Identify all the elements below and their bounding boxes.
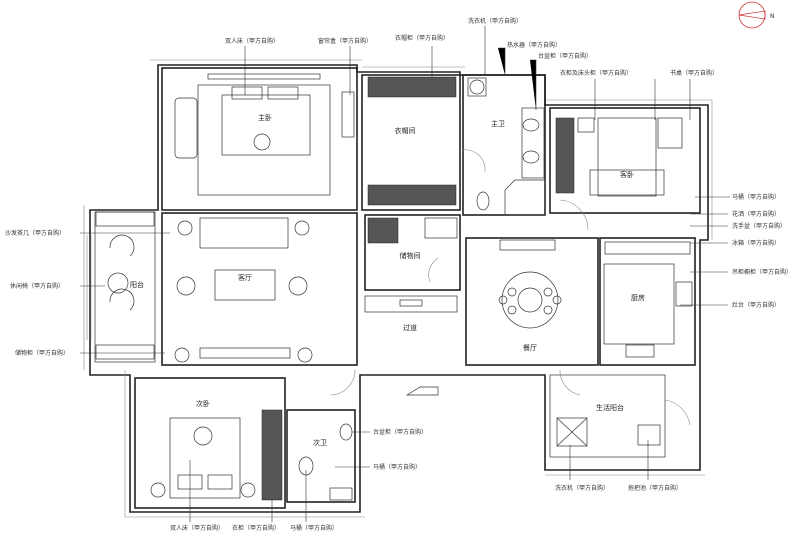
compass-north-label: N	[770, 13, 775, 20]
room-label-closet: 衣帽间	[395, 126, 416, 135]
callout-top-curtain: 窗帘盒（甲方自购）	[318, 37, 372, 45]
callout-top-guest-wardrobe: 衣柜及床头柜（甲方自购）	[560, 69, 632, 77]
living-room: 客厅	[161, 212, 358, 366]
room-label-master-bath: 主卫	[491, 119, 505, 128]
callout-right-basin: 洗手盆（甲方自购）	[732, 222, 786, 230]
dining-room: 餐厅	[465, 237, 599, 366]
room-label-storage: 储物间	[400, 251, 421, 260]
room-label-master-bedroom: 主卧	[258, 113, 272, 122]
callout-bottom-mop-sink: 拖把池（甲方自购）	[628, 484, 682, 492]
master-bath: 主卫	[461, 74, 546, 216]
callout-left-chair: 休闲椅（甲方自购）	[10, 282, 64, 290]
room-label-corridor: 过道	[403, 323, 417, 332]
callout-top-desk: 书桌（甲方自购）	[670, 69, 718, 77]
master-bedroom: 主卧	[161, 67, 358, 211]
callout-right-fridge: 冰箱（甲方自购）	[732, 239, 780, 247]
callout-bottom-bed: 双人床（甲方自购）	[170, 524, 224, 532]
exterior-walls	[83, 59, 713, 518]
room-label-service-balcony: 生活阳台	[596, 403, 624, 412]
callout-labels: 双人床（甲方自购） 窗帘盒（甲方自购） 衣帽柜（甲方自购） 洗衣机（甲方自购） …	[5, 17, 792, 532]
compass-icon: N	[738, 1, 775, 29]
callout-right-stove: 灶台（甲方自购）	[732, 301, 780, 309]
callout-top-washer: 洗衣机（甲方自购）	[468, 17, 522, 25]
balcony: 阳台	[86, 211, 156, 363]
callout-right-shower: 花洒（甲方自购）	[732, 210, 780, 218]
callout-bottom-toilet-2: 马桶（甲方自购）	[290, 524, 338, 532]
callout-top-bed: 双人床（甲方自购）	[225, 37, 279, 45]
callout-bottom-toilet: 马桶（甲方自购）	[373, 463, 421, 471]
room-label-second-bedroom: 次卧	[196, 399, 210, 408]
kitchen: 厨房	[599, 237, 696, 366]
room-label-guest-bedroom: 客卧	[620, 170, 634, 179]
callout-left-sofa: 沙发茶几（甲方自购）	[5, 229, 65, 237]
room-label-kitchen: 厨房	[631, 293, 645, 302]
room-label-living-room: 客厅	[238, 273, 252, 282]
callout-leaders	[80, 26, 730, 522]
second-bath: 次卫	[286, 369, 356, 503]
walk-in-closet: 衣帽间	[361, 74, 461, 211]
guest-bedroom: 客卧	[549, 107, 701, 231]
callout-top-wardrobe: 衣帽柜（甲方自购）	[395, 34, 449, 42]
room-label-balcony: 阳台	[130, 280, 144, 289]
callout-bottom-wardrobe: 衣柜（甲方自购）	[232, 524, 280, 532]
callout-top-vanity: 台盆柜（甲方自购）	[538, 52, 592, 60]
callout-bottom-washer: 洗衣机（甲方自购）	[555, 484, 609, 492]
room-label-second-bath: 次卫	[313, 438, 327, 447]
callout-top-heater: 热水器（甲方自购）	[507, 41, 561, 49]
corridor: 过道	[364, 295, 458, 396]
callout-bottom-vanity: 台盆柜（甲方自购）	[373, 428, 427, 436]
service-balcony: 生活阳台	[549, 369, 691, 458]
second-bedroom: 次卧	[134, 377, 286, 509]
callout-left-cabinet: 储物柜（甲方自购）	[15, 349, 69, 357]
callout-right-cabinet: 吊柜橱柜（甲方自购）	[732, 268, 792, 276]
callout-right-toilet: 马桶（甲方自购）	[732, 193, 780, 201]
room-label-dining: 餐厅	[523, 343, 537, 352]
storage-room: 储物间	[364, 214, 461, 291]
